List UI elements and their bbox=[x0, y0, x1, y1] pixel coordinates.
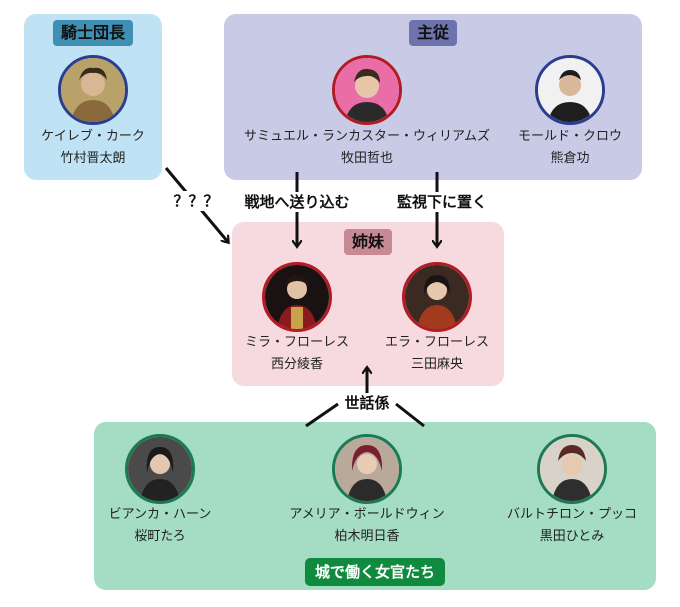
caleb-portrait bbox=[58, 55, 128, 125]
sisters-badge: 姉妹 bbox=[343, 229, 393, 255]
mira-portrait bbox=[262, 262, 332, 332]
samuel-portrait bbox=[332, 55, 402, 125]
caretaker-line-left bbox=[305, 402, 339, 428]
samuel-role-name: サミュエル・ランカスター・ウィリアムズ bbox=[243, 129, 491, 144]
bartolon-actor-name: 黒田ひとみ bbox=[539, 529, 605, 544]
bianca-portrait bbox=[125, 434, 195, 504]
caleb-actor-name: 竹村晋太朗 bbox=[60, 151, 126, 166]
ella-actor-name: 三田麻央 bbox=[410, 357, 464, 372]
caleb-role-name: ケイレブ・カーク bbox=[41, 129, 145, 144]
caretaker-label: 世話係 bbox=[342, 393, 392, 413]
castle-maids-badge: 城で働く女官たち bbox=[304, 558, 446, 586]
master-servant-badge: 主従 bbox=[408, 20, 458, 46]
mold-role-name: モールド・クロウ bbox=[517, 129, 623, 144]
send-to-war-label: 戦地へ送り込む bbox=[242, 192, 352, 212]
knight-commander-badge: 騎士団長 bbox=[52, 20, 134, 46]
mold-portrait bbox=[535, 55, 605, 125]
amelia-role-name: アメリア・ボールドウィン bbox=[289, 507, 445, 522]
amelia-portrait bbox=[332, 434, 402, 504]
caretaker-line-right bbox=[395, 402, 425, 428]
ella-portrait bbox=[402, 262, 472, 332]
mira-role-name: ミラ・フローレス bbox=[244, 335, 350, 350]
bianca-actor-name: 桜町たろ bbox=[134, 529, 186, 544]
amelia-actor-name: 柏木明日香 bbox=[334, 529, 400, 544]
mira-actor-name: 西分綾香 bbox=[270, 357, 324, 372]
surveillance-label: 監視下に置く bbox=[394, 192, 490, 212]
ella-role-name: エラ・フローレス bbox=[384, 335, 490, 350]
bartolon-role-name: バルトチロン・プッコ bbox=[506, 507, 638, 522]
bartolon-portrait bbox=[537, 434, 607, 504]
bianca-role-name: ビアンカ・ハーン bbox=[108, 507, 212, 522]
unknown-relation-label: ？？？ bbox=[171, 191, 221, 211]
mold-actor-name: 熊倉功 bbox=[550, 151, 590, 166]
samuel-actor-name: 牧田哲也 bbox=[340, 151, 394, 166]
